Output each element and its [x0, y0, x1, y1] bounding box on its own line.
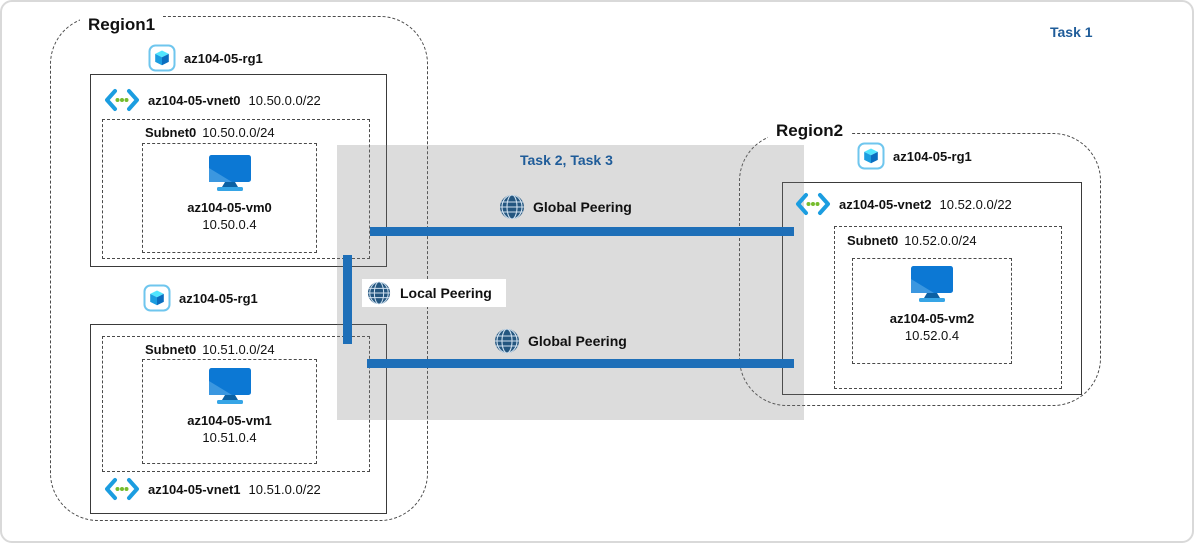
vm2-name: az104-05-vm2 — [889, 311, 975, 326]
vnet2-row: az104-05-vnet2 10.52.0.0/22 — [795, 192, 1012, 216]
global-peering-top-label-row: Global Peering — [499, 194, 632, 220]
vnet1-cidr: 10.51.0.0/22 — [248, 481, 321, 497]
virtual-network-icon — [104, 88, 140, 112]
vnet1-name: az104-05-vnet1 — [148, 481, 241, 497]
global-peering-bottom-label: Global Peering — [528, 333, 627, 349]
vm1-block: az104-05-vm1 10.51.0.4 — [142, 368, 317, 445]
vm2-box — [852, 258, 1012, 364]
global-peering-line-bottom — [367, 359, 794, 368]
vnet0-name: az104-05-vnet0 — [148, 92, 241, 108]
vnet0-row: az104-05-vnet0 10.50.0.0/22 — [104, 88, 321, 112]
virtual-machine-icon — [208, 155, 252, 193]
vnet2-name: az104-05-vnet2 — [839, 196, 932, 212]
vm0-ip: 10.50.0.4 — [202, 217, 257, 232]
global-peering-bottom-label-row: Global Peering — [494, 328, 627, 354]
local-peering-line — [343, 255, 352, 344]
rg2-header: az104-05-rg1 — [857, 142, 972, 170]
region1-boundary — [50, 16, 428, 521]
vnet2-cidr: 10.52.0.0/22 — [939, 196, 1012, 212]
task1-label: Task 1 — [1050, 24, 1093, 40]
globe-peering-icon — [499, 194, 525, 220]
resource-group-icon — [857, 142, 885, 170]
vm0-name: az104-05-vm0 — [187, 200, 272, 215]
task2-3-label: Task 2, Task 3 — [520, 152, 613, 168]
resource-group-icon — [148, 44, 176, 72]
rg-bottom-header: az104-05-rg1 — [143, 284, 258, 312]
rg-top-header: az104-05-rg1 — [148, 44, 263, 72]
subnet0-r2-cidr: 10.52.0.0/24 — [904, 233, 977, 248]
rg2-name: az104-05-rg1 — [893, 148, 972, 164]
rg-top-box — [90, 74, 387, 267]
virtual-network-icon — [104, 477, 140, 501]
resource-group-icon — [143, 284, 171, 312]
local-peering-label-row: Local Peering — [362, 279, 506, 307]
subnet0-top-name: Subnet0 — [145, 125, 197, 140]
rg2-box — [782, 182, 1082, 395]
vm0-block: az104-05-vm0 10.50.0.4 — [142, 155, 317, 232]
vm0-box — [142, 143, 317, 253]
vm2-block: az104-05-vm2 10.52.0.4 — [852, 266, 1012, 343]
subnet0-top-label: Subnet0 10.50.0.0/24 — [145, 125, 275, 140]
globe-peering-icon — [494, 328, 520, 354]
subnet0-bottom-name: Subnet0 — [145, 342, 197, 357]
subnet0-r2-name: Subnet0 — [847, 233, 899, 248]
virtual-network-icon — [795, 192, 831, 216]
subnet0-r2-box — [834, 226, 1062, 389]
vm1-ip: 10.51.0.4 — [202, 430, 257, 445]
global-peering-top-label: Global Peering — [533, 199, 632, 215]
virtual-machine-icon — [910, 266, 954, 304]
subnet0-top-box — [102, 119, 370, 259]
vnet0-cidr: 10.50.0.0/22 — [248, 92, 321, 108]
subnet0-top-cidr: 10.50.0.0/24 — [202, 125, 275, 140]
vnet1-row: az104-05-vnet1 10.51.0.0/22 — [104, 477, 321, 501]
globe-peering-icon — [367, 281, 391, 305]
virtual-machine-icon — [208, 368, 252, 406]
subnet0-bottom-box — [102, 336, 370, 472]
local-peering-label: Local Peering — [400, 285, 492, 301]
vm2-ip: 10.52.0.4 — [904, 328, 960, 343]
rg-bottom-name: az104-05-rg1 — [179, 290, 258, 306]
region1-title: Region1 — [80, 15, 164, 35]
region2-title: Region2 — [768, 121, 852, 141]
global-peering-line-top — [370, 227, 794, 236]
subnet0-bottom-label: Subnet0 10.51.0.0/24 — [145, 342, 275, 357]
subnet0-bottom-cidr: 10.51.0.0/24 — [202, 342, 275, 357]
rg-bottom-box — [90, 324, 387, 514]
subnet0-r2-label: Subnet0 10.52.0.0/24 — [847, 233, 977, 248]
vm1-box — [142, 359, 317, 464]
region2-boundary — [739, 133, 1101, 406]
vm1-name: az104-05-vm1 — [187, 413, 272, 428]
rg-top-name: az104-05-rg1 — [184, 50, 263, 66]
